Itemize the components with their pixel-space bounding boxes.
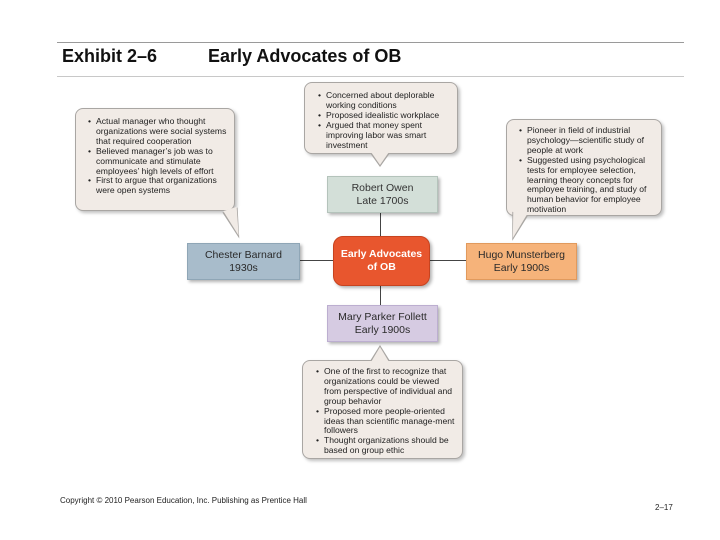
munsterberg-era: Early 1900s (493, 261, 550, 274)
center-box: Early Advocates of OB (333, 236, 430, 286)
munsterberg-bubble: Pioneer in field of industrial psycholog… (506, 119, 662, 216)
page-number: 2–17 (655, 503, 673, 512)
connector-barnard (300, 260, 334, 261)
owen-bullet: Argued that money spent improving labor … (318, 120, 451, 151)
barnard-bubble: Actual manager who thought organizations… (75, 108, 235, 211)
follett-bullet: Thought organizations should be based on… (316, 435, 456, 456)
follett-era: Early 1900s (354, 323, 411, 336)
barnard-bullet: Believed manager’s job was to communicat… (88, 146, 228, 177)
connector-follett (380, 286, 381, 306)
top-rule (57, 42, 684, 43)
exhibit-label: Exhibit 2–6 (62, 46, 158, 66)
copyright-text: Copyright © 2010 Pearson Education, Inc.… (60, 496, 307, 505)
center-line2: of OB (367, 261, 396, 273)
owen-bullet: Concerned about deplorable working condi… (318, 90, 451, 111)
munsterberg-bullet: Pioneer in field of industrial psycholog… (519, 125, 656, 156)
barnard-bullet: First to argue that organizations were o… (88, 176, 228, 196)
follett-name: Mary Parker Follett (338, 310, 427, 323)
page-title: Early Advocates of OB (208, 46, 402, 66)
follett-bubble-tail-fill (371, 347, 389, 362)
owen-bullet: Proposed idealistic workplace (318, 110, 451, 121)
owen-era: Late 1700s (356, 194, 409, 207)
owen-box: Robert Owen Late 1700s (327, 176, 438, 213)
munsterberg-bullet: Suggested using psychological tests for … (519, 155, 656, 215)
follett-bubble: One of the first to recognize that organ… (302, 360, 463, 459)
header-rule (57, 76, 684, 77)
barnard-name: Chester Barnard (204, 248, 283, 261)
connector-munsterberg (430, 260, 466, 261)
barnard-box: Chester Barnard 1930s (187, 243, 300, 280)
munsterberg-name: Hugo Munsterberg (478, 248, 565, 261)
owen-bubble: Concerned about deplorable working condi… (304, 82, 458, 154)
follett-bullet: Proposed more people-oriented ideas than… (316, 406, 456, 437)
owen-name: Robert Owen (351, 181, 414, 194)
munsterberg-bubble-tail-fill (506, 211, 527, 240)
follett-bullet: One of the first to recognize that organ… (316, 366, 456, 407)
barnard-bullet: Actual manager who thought organizations… (88, 116, 228, 147)
munsterberg-box: Hugo Munsterberg Early 1900s (466, 243, 577, 280)
barnard-bubble-tail-fill (223, 206, 246, 238)
owen-bubble-tail-fill (371, 152, 389, 165)
connector-owen (380, 212, 381, 236)
barnard-era: 1930s (229, 261, 258, 274)
follett-box: Mary Parker Follett Early 1900s (327, 305, 438, 342)
center-line1: Early Advocates (340, 248, 423, 260)
